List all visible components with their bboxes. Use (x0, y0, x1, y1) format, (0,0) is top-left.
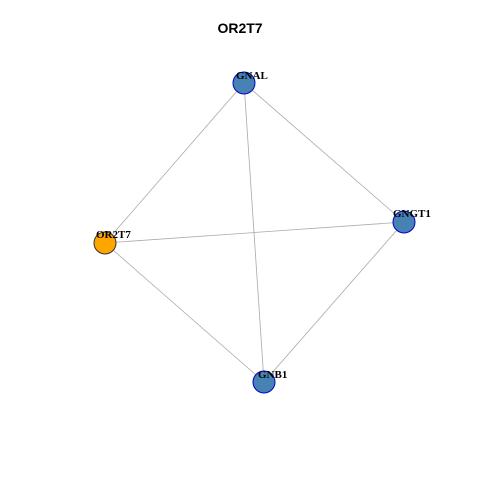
node-or2t7 (93, 231, 117, 255)
edge-gnal-gngt1 (243, 82, 405, 223)
node-gngt1 (392, 210, 416, 234)
node-label-or2t7: OR2T7 (96, 229, 131, 241)
edge-layer (104, 82, 405, 383)
node-gnal (232, 71, 256, 95)
edge-gnal-or2t7 (104, 82, 245, 244)
edge-or2t7-gnb1 (104, 242, 265, 383)
node-label-gnb1: GNB1 (258, 369, 287, 381)
edge-gngt1-gnb1 (263, 221, 405, 383)
node-gnb1 (252, 370, 276, 394)
edge-or2t7-gngt1 (104, 221, 405, 244)
node-label-gnal: GNAL (236, 70, 268, 82)
chart-title: OR2T7 (217, 20, 263, 36)
node-layer (93, 71, 416, 394)
node-label-gngt1: GNGT1 (393, 208, 431, 220)
